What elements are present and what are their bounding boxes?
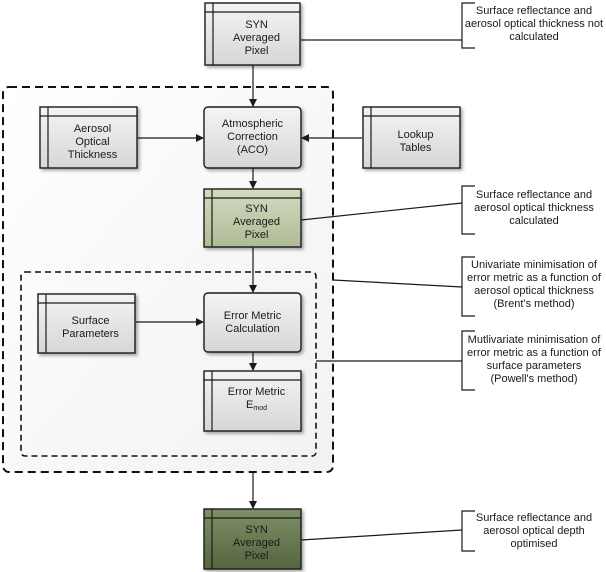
note-bracket-5 (461, 510, 475, 552)
aot-label: Aerosol Optical Thickness (48, 116, 137, 168)
syn-averaged-pixel-bottom-box (203, 508, 302, 570)
note-bracket-2 (461, 185, 475, 235)
surface-parameters-box (37, 293, 136, 354)
note-bracket-1 (461, 2, 475, 49)
aerosol-optical-thickness-box (39, 106, 138, 169)
note-1: Surface reflectance and aerosol optical … (463, 5, 605, 44)
syn-top-label: SYN Averaged Pixel (213, 12, 300, 65)
inner-loop-boundary (20, 271, 317, 457)
syn-bottom-line1: SYN (245, 524, 268, 536)
emod-label: Error Metric Emod (212, 380, 301, 420)
emod-subscript: mod (253, 404, 267, 412)
emod-line1: Error Metric (227, 385, 286, 398)
emod-symbol: E (246, 398, 254, 411)
note-5-line2: aerosol optical depth (483, 525, 585, 537)
note-1-line1: Surface reflectance and (475, 5, 593, 17)
aco-line1: Atmospheric (221, 118, 284, 130)
note-5-line1: Surface reflectance and (475, 512, 593, 524)
note-5: Surface reflectance and aerosol optical … (463, 512, 605, 551)
note-4-line3: surface parameters (486, 360, 582, 372)
error-metric-calculation-box (203, 292, 302, 353)
note-3-line2: error metric as a function of (467, 272, 601, 284)
note-4-line2: error metric as a function of (467, 347, 601, 359)
note-2-line2: aerosol optical thickness (474, 202, 594, 214)
note-3: Univariate minimisation of error metric … (463, 259, 605, 311)
note-2-line3: calculated (509, 215, 559, 227)
note-4: Mutlivariate minimisation of error metri… (463, 334, 605, 386)
syn-bottom-line2: Averaged (233, 537, 280, 549)
note-3-line4: (Brent's method) (493, 298, 575, 310)
syn-bottom-line3: Pixel (244, 550, 269, 562)
syn-top-line3: Pixel (244, 45, 269, 57)
aco-line2: Correction (227, 131, 278, 143)
aot-line3: Thickness (67, 148, 118, 161)
note-2: Surface reflectance and aerosol optical … (463, 189, 605, 228)
emc-line2: Calculation (225, 322, 280, 335)
note-5-line3: optimised (510, 538, 558, 550)
note-2-line1: Surface reflectance and (475, 189, 593, 201)
syn-bottom-label: SYN Averaged Pixel (212, 518, 301, 569)
emc-label: Error Metric Calculation (204, 293, 301, 352)
syn-averaged-pixel-top-box (204, 2, 301, 66)
syn-mid-label: SYN Averaged Pixel (212, 198, 301, 247)
note-4-line4: (Powell's method) (490, 373, 578, 385)
note-bracket-4 (461, 330, 475, 391)
surface-label: Surface Parameters (46, 303, 135, 353)
syn-mid-line1: SYN (245, 203, 268, 215)
aco-label: Atmospheric Correction (ACO) (204, 107, 301, 168)
syn-mid-line3: Pixel (244, 229, 269, 241)
emc-line1: Error Metric (223, 309, 282, 322)
emod-line2: Emod (246, 399, 267, 415)
lookup-label: Lookup Tables (371, 116, 460, 168)
syn-averaged-pixel-mid-box (203, 188, 302, 248)
note-connector-2 (300, 202, 463, 221)
note-1-line2: aerosol optical thickness not (464, 18, 604, 30)
note-3-line3: aerosol optical thickness (474, 285, 594, 297)
note-connector-3 (332, 279, 463, 288)
note-1-line3: calculated (509, 31, 559, 43)
aco-line3: (ACO) (236, 144, 269, 156)
lookup-line1: Lookup (397, 129, 434, 141)
surface-line2: Parameters (62, 328, 119, 340)
lookup-tables-box (362, 106, 461, 169)
note-connector-5 (300, 529, 463, 541)
syn-top-line1: SYN (245, 19, 268, 31)
note-4-line1: Mutlivariate minimisation of (467, 334, 601, 346)
note-bracket-3 (461, 256, 475, 317)
note-3-line1: Univariate minimisation of (471, 259, 597, 271)
aot-line2: Optical (75, 135, 110, 148)
atmospheric-correction-box (203, 106, 302, 169)
surface-line1: Surface (71, 315, 110, 327)
error-metric-emod-box (203, 370, 302, 432)
syn-top-line2: Averaged (233, 32, 280, 44)
lookup-line2: Tables (399, 142, 432, 154)
syn-mid-line2: Averaged (233, 216, 280, 228)
aot-line1: Aerosol (73, 122, 112, 135)
